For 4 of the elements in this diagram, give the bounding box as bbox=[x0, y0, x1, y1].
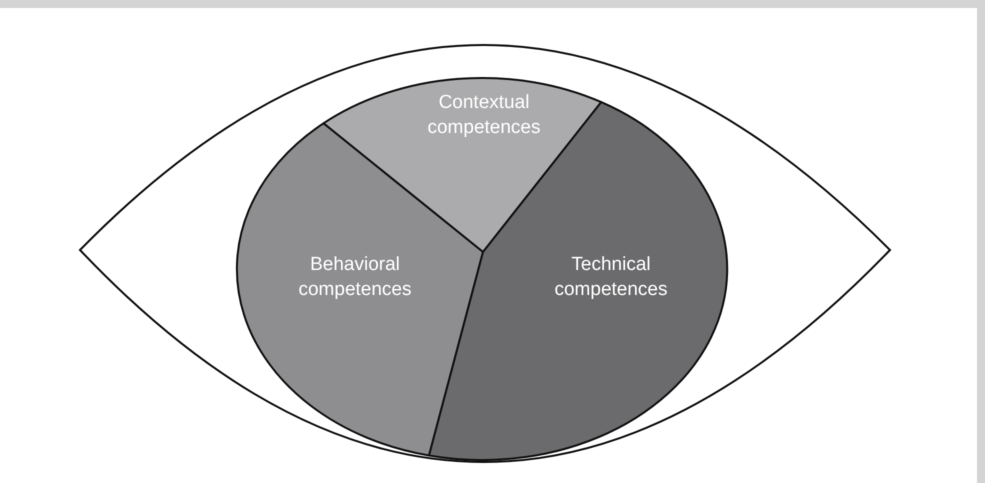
segment-label: Behavioral competences bbox=[297, 253, 412, 302]
segment-label: Contextual competences bbox=[426, 91, 542, 140]
segment-label: Technical competences bbox=[553, 253, 668, 302]
pie-segment bbox=[322, 77, 602, 253]
